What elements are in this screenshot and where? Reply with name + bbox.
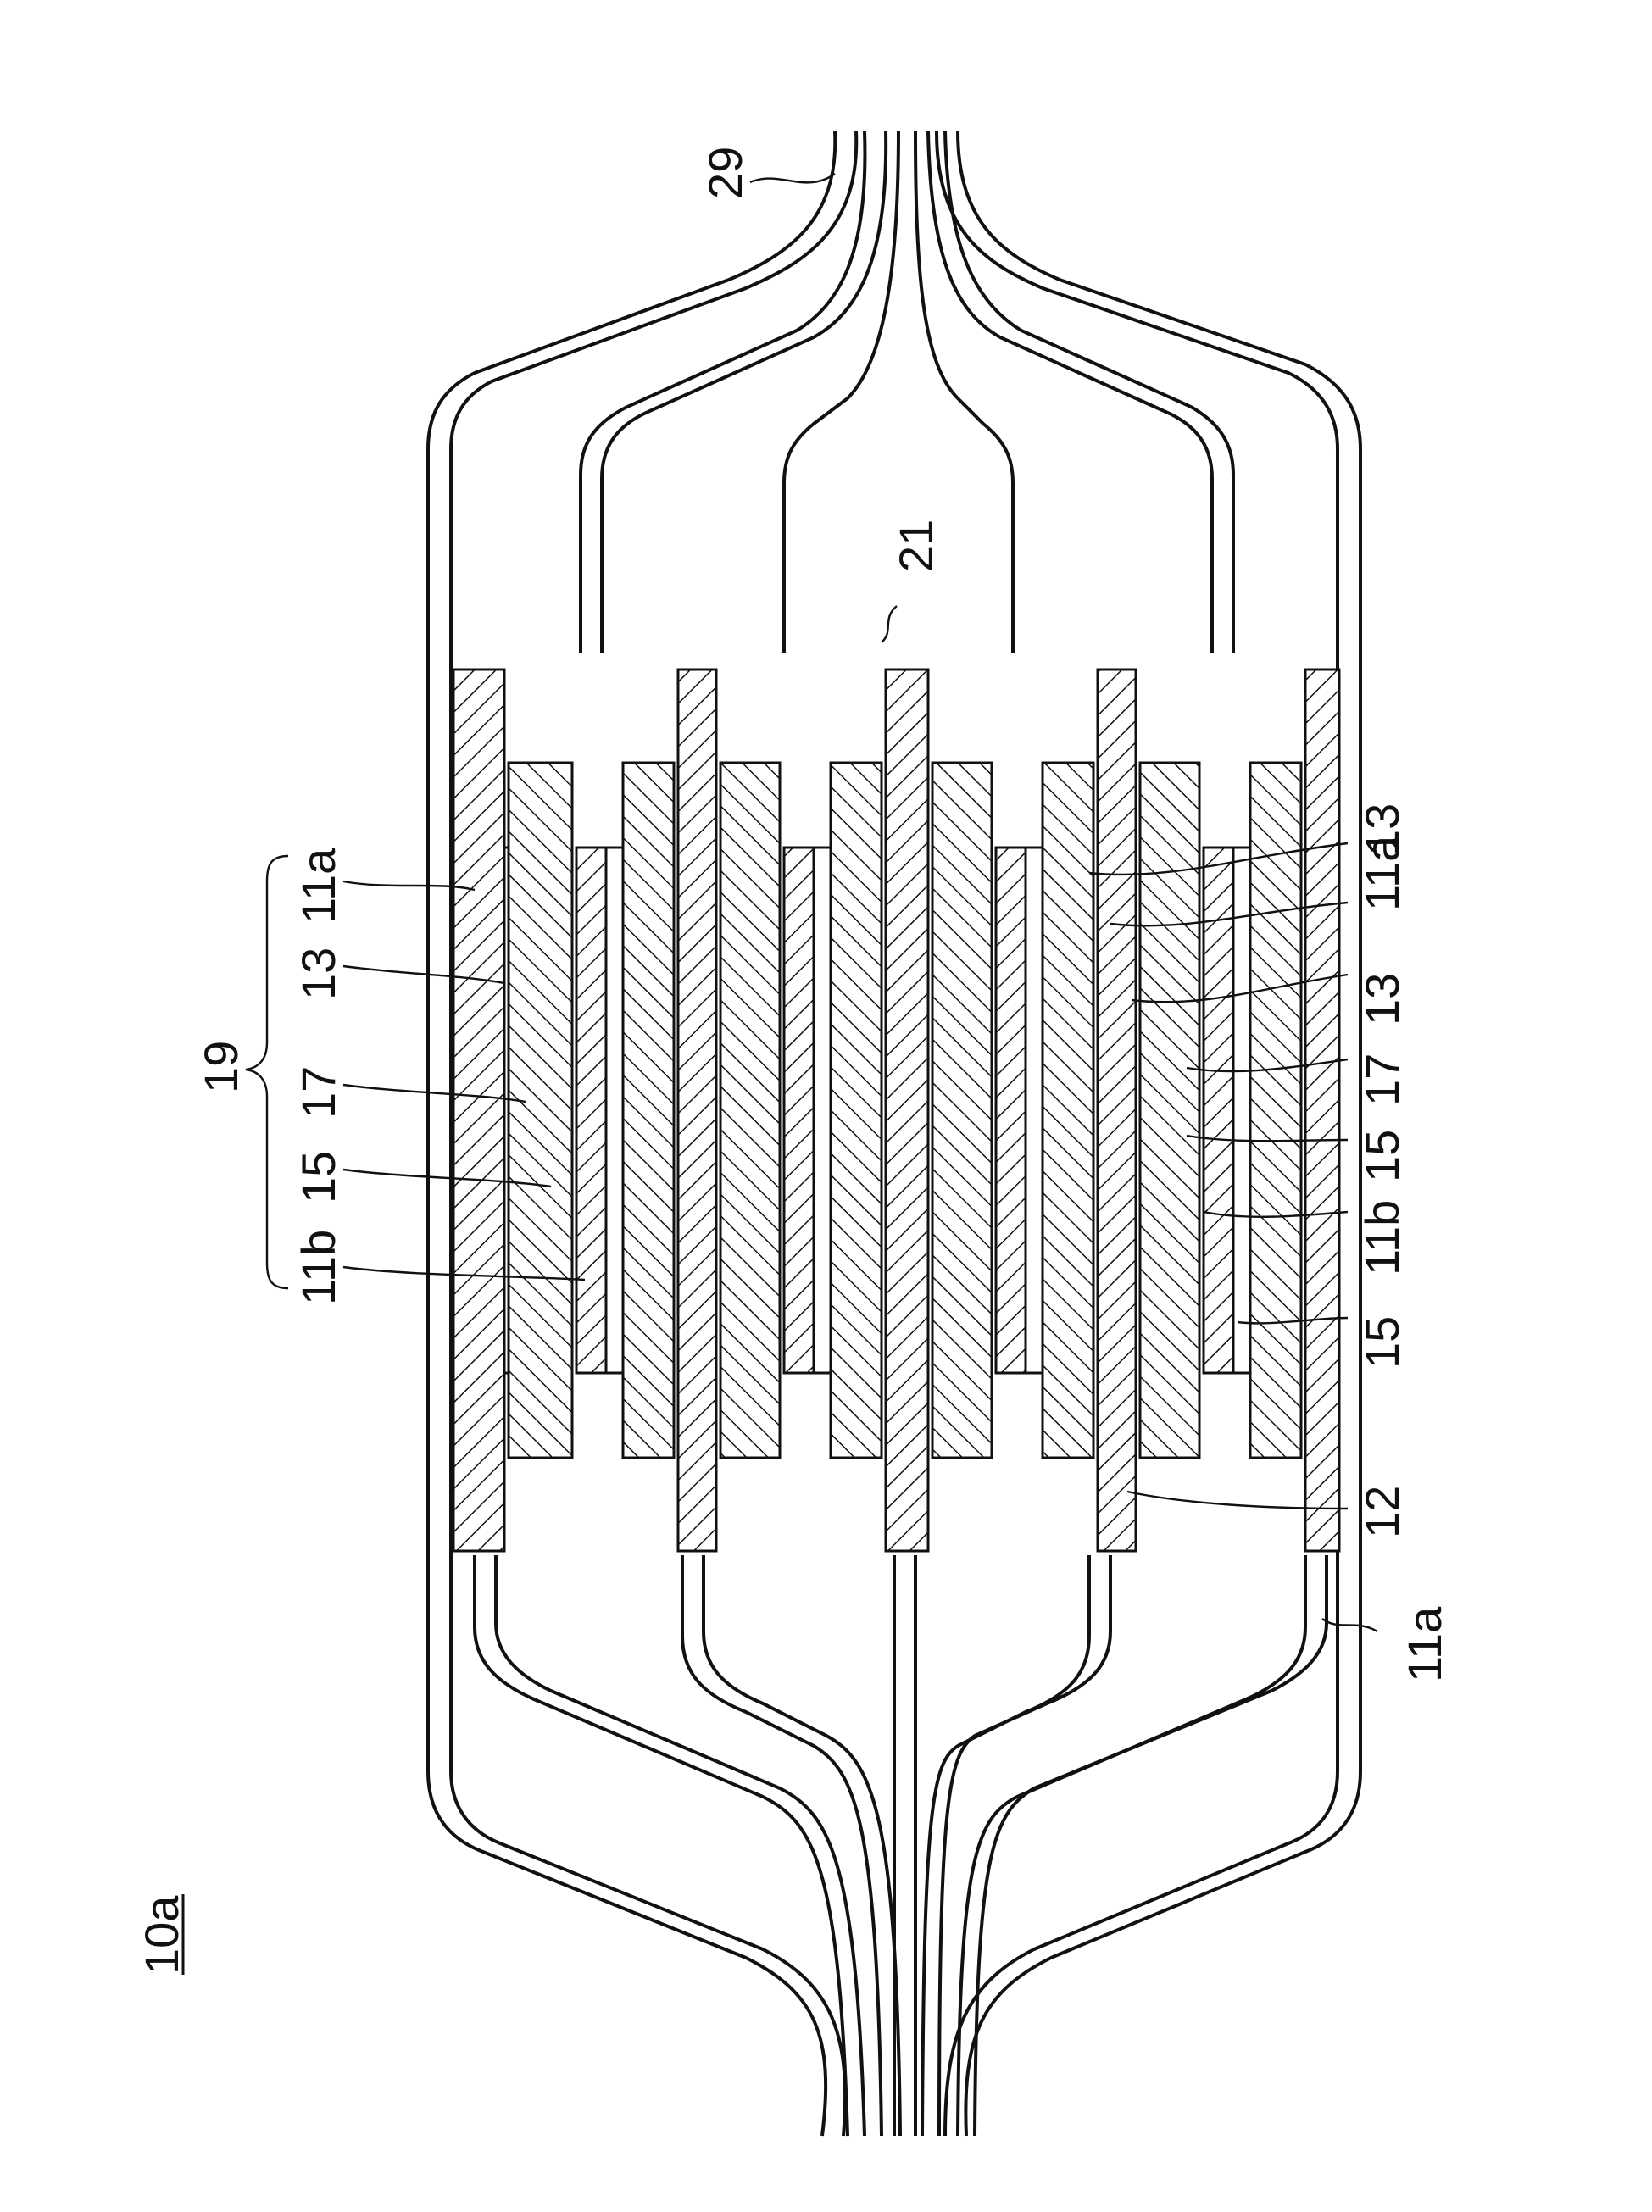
label-right-2: 13 (1355, 973, 1409, 1025)
label-left-2: 17 (292, 1066, 345, 1119)
label-right-6: 15 (1355, 1316, 1409, 1369)
label-left-4: 11b (292, 1230, 345, 1305)
label-left-0: 11a (292, 848, 345, 924)
label-right-8: 11a (1398, 1606, 1451, 1682)
electrode-stack (453, 670, 1339, 1551)
label-right-3: 17 (1355, 1053, 1409, 1106)
label-stack-group: 19 (194, 1041, 248, 1093)
label-figure: 10a (135, 1895, 188, 1975)
label-tab-bundle: 21 (889, 520, 943, 572)
label-pouch: 29 (698, 147, 752, 199)
label-left-1: 13 (292, 948, 345, 1000)
label-right-1: 13 (1355, 803, 1409, 856)
label-right-4: 15 (1355, 1130, 1409, 1182)
label-left-3: 15 (292, 1151, 345, 1203)
label-right-5: 11b (1355, 1200, 1409, 1276)
upper-tab-leads (581, 131, 1233, 653)
lower-tab-leads (475, 1555, 1327, 2136)
label-right-7: 12 (1355, 1486, 1409, 1538)
